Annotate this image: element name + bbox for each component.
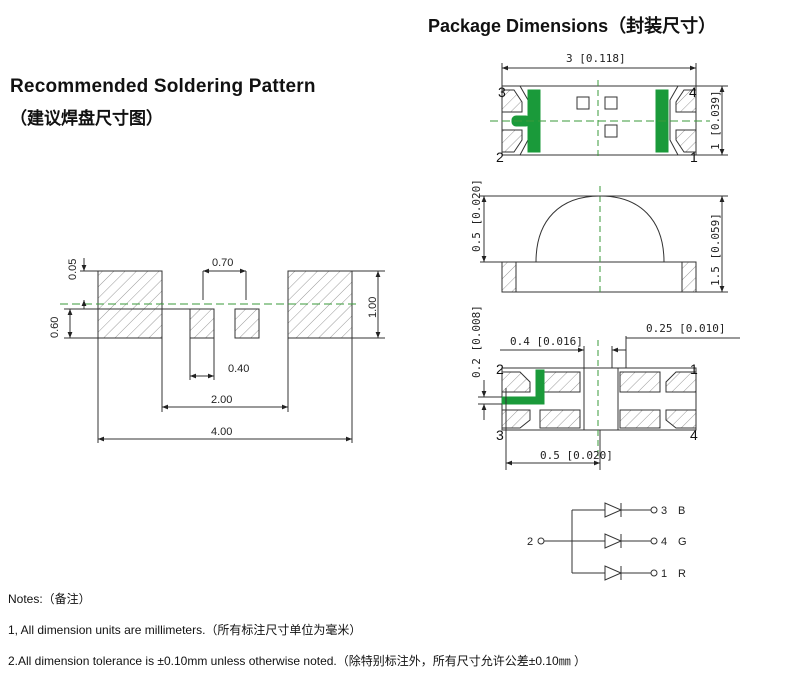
circuit-color-b: B <box>678 505 685 517</box>
side-total-height-label: 1.5 [0.059] <box>709 213 722 286</box>
dim-center-pad-gap: 0.40 <box>228 363 249 375</box>
top-pin-4: 4 <box>689 84 697 100</box>
circuit-pin-4: 4 <box>661 536 667 548</box>
package-dimensions-title: Package Dimensions（封装尺寸） <box>428 16 717 36</box>
dim-center-width: 0.70 <box>212 257 233 269</box>
bottom-pin-4: 4 <box>690 427 698 443</box>
circuit-color-g: G <box>678 536 687 548</box>
soldering-pattern-drawing <box>60 258 385 443</box>
dim-top-gap: 0.05 <box>67 259 79 280</box>
top-height-label: 1 [0.039] <box>709 90 722 150</box>
note-line-1: 1, All dimension units are millimeters.（… <box>8 623 362 637</box>
led-circuit-diagram <box>537 502 658 581</box>
bottom-dim-a-label: 0.4 [0.016] <box>510 335 583 348</box>
soldering-pattern-title: Recommended Soldering Pattern <box>10 76 316 97</box>
package-bottom-view <box>478 336 740 470</box>
package-top-view <box>490 63 728 160</box>
side-dome-height-label: 0.5 [0.020] <box>470 179 483 252</box>
circuit-pin-1: 1 <box>661 568 667 580</box>
top-pin-1: 1 <box>690 149 698 165</box>
bottom-pin-1: 1 <box>690 361 698 377</box>
dim-pad-height: 0.60 <box>49 317 61 338</box>
bottom-dim-c-label: 0.5 [0.020] <box>540 449 613 462</box>
circuit-color-r: R <box>678 568 686 580</box>
center-pad-left <box>189 308 215 339</box>
top-width-label: 3 [0.118] <box>566 52 626 65</box>
top-pin-3: 3 <box>498 84 506 100</box>
dim-inner-span: 2.00 <box>211 394 232 406</box>
bottom-left-height-label: 0.2 [0.008] <box>470 305 483 378</box>
dim-total-height: 1.00 <box>367 297 379 318</box>
package-side-view <box>480 186 728 296</box>
notes-header: Notes:（备注） <box>8 592 91 606</box>
center-pad-right <box>234 308 260 339</box>
note-line-2: 2.All dimension tolerance is ±0.10mm unl… <box>8 654 587 668</box>
soldering-pattern-title-cn: （建议焊盘尺寸图） <box>10 109 163 128</box>
circuit-common-pin: 2 <box>527 536 533 548</box>
circuit-pin-3: 3 <box>661 505 667 517</box>
bottom-pin-2: 2 <box>496 361 504 377</box>
bottom-pin-3: 3 <box>496 427 504 443</box>
top-pin-2: 2 <box>496 149 504 165</box>
dim-total-width: 4.00 <box>211 426 232 438</box>
left-solder-pad <box>97 270 163 339</box>
bottom-dim-b-label: 0.25 [0.010] <box>646 322 725 335</box>
